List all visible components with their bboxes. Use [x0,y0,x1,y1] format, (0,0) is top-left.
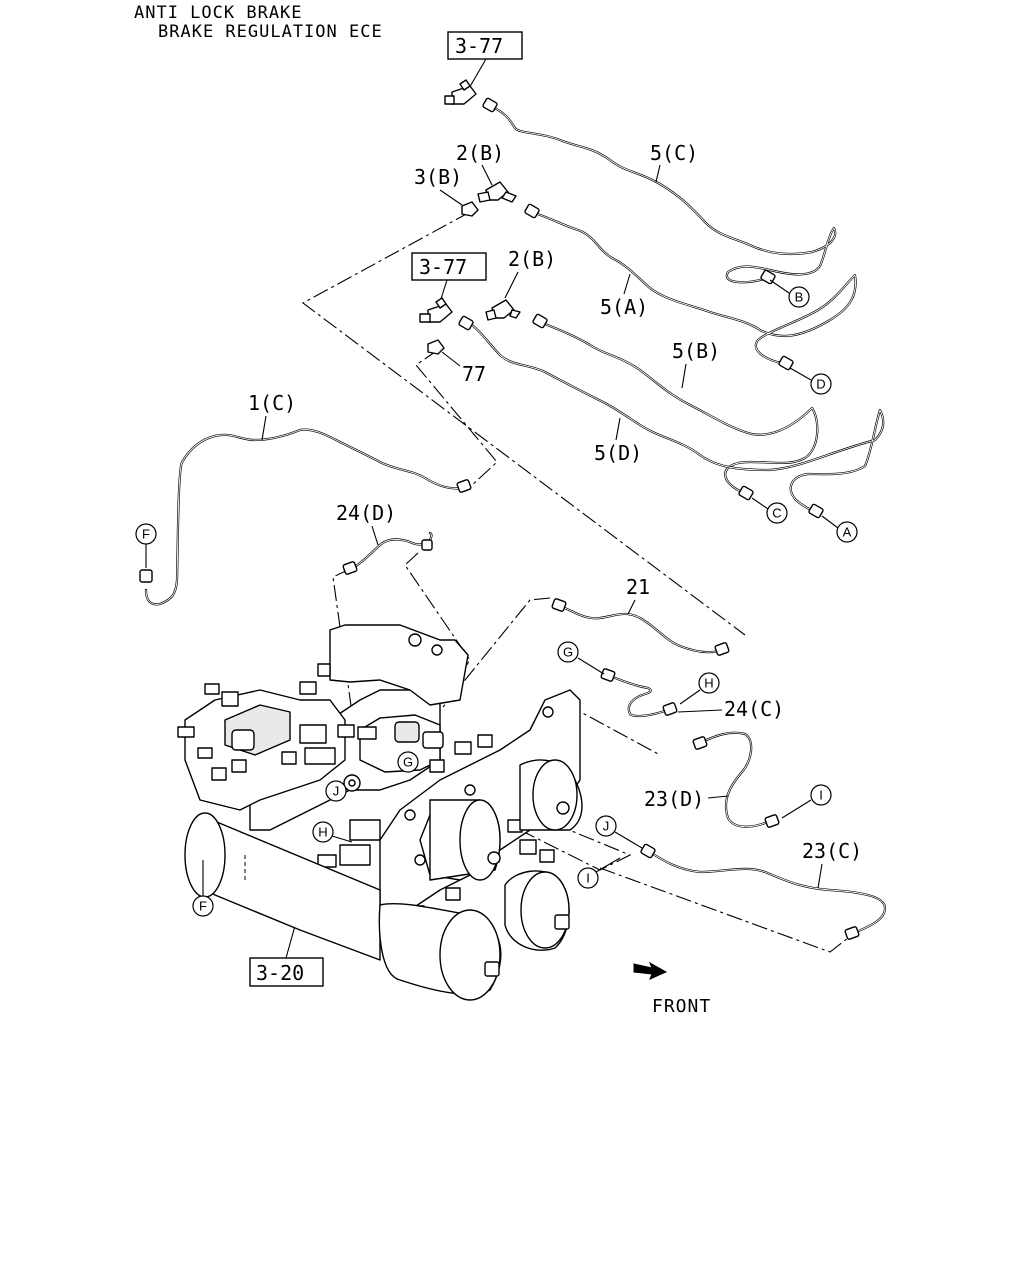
chain-line-23c-a [519,817,632,871]
pipe-23c[interactable] [648,850,887,936]
callout-g-assembly[interactable]: G [397,751,419,773]
svg-text:3-77: 3-77 [419,255,467,279]
leader-21 [627,599,636,615]
svg-text:3-77: 3-77 [455,34,503,58]
nut-3b[interactable] [461,201,479,217]
title-line-1: ANTI LOCK BRAKE [134,3,303,23]
leader-77 [441,351,461,367]
label-23d: 23(D) [644,787,704,811]
label-5c: 5(C) [650,141,698,165]
reference-box-3-77-top[interactable]: 3-77 [447,31,523,60]
pipe-5c[interactable] [488,104,837,284]
label-24c: 24(C) [724,697,784,721]
chain-line-21 [399,597,551,761]
label-21: 21 [626,575,650,599]
svg-text:C: C [772,506,781,521]
callout-b[interactable]: B [769,279,810,308]
callout-j-assembly[interactable]: J [325,780,347,802]
label-77: 77 [462,362,486,386]
leader-3b [439,189,463,206]
chain-line-23d [565,703,661,756]
leader-5c [655,164,661,183]
svg-text:I: I [819,788,823,803]
svg-text:G: G [563,645,573,660]
label-5d: 5(D) [594,441,642,465]
svg-text:J: J [333,784,340,799]
tee-fitting-mid[interactable] [419,297,453,323]
reference-box-3-20[interactable]: 3-20 [249,957,324,987]
svg-text:H: H [704,676,713,691]
connector-2b-top[interactable] [477,181,517,203]
chain-line-3b-21 [301,211,746,636]
title-line-2: BRAKE REGULATION ECE [158,22,383,42]
label-5b: 5(B) [672,339,720,363]
leader-2b-mid [504,271,519,299]
callout-j-right[interactable]: J [595,815,643,849]
callout-c[interactable]: C [751,497,788,524]
callout-h-assembly[interactable]: H [312,821,353,843]
pipe-23d[interactable] [700,731,770,828]
svg-text:B: B [795,290,804,305]
pipe-24c[interactable] [608,674,670,718]
label-2b-mid: 2(B) [508,247,556,271]
label-23c: 23(C) [802,839,862,863]
svg-text:A: A [843,525,852,540]
svg-text:F: F [199,899,207,914]
leader-2b-top [481,164,493,186]
svg-text:F: F [142,527,150,542]
leader-23d [707,795,729,799]
pipe-21[interactable] [558,604,724,654]
svg-text:D: D [816,377,825,392]
front-arrow-icon [633,961,668,980]
label-3b: 3(B) [414,165,462,189]
pipe-24d[interactable] [354,531,433,568]
leader-23c [817,863,823,889]
leader-24c [677,709,723,713]
pipe-5d[interactable] [466,320,885,514]
svg-text:G: G [403,755,413,770]
svg-text:I: I [586,871,590,886]
svg-text:3-20: 3-20 [256,961,304,985]
label-5a: 5(A) [600,295,648,319]
label-2b-top: 2(B) [456,141,504,165]
leader-5a [623,273,631,295]
label-24d: 24(D) [336,501,396,525]
brake-valve-assembly[interactable] [177,624,583,1001]
callout-h-right[interactable]: H [679,672,720,705]
leader-24d [371,525,379,546]
pipe-1c[interactable] [144,428,467,606]
callout-i-assembly[interactable]: I [577,857,621,889]
callout-f-top[interactable]: F [135,523,157,568]
pipe-5a[interactable] [530,210,857,366]
callout-f-assembly[interactable]: F [192,860,214,917]
callout-g-right[interactable]: G [557,641,605,675]
chain-line-23c-b [599,867,849,953]
tee-fitting-top[interactable] [444,79,477,105]
pipe-fittings [139,97,860,940]
nut-77[interactable] [427,339,445,355]
label-1c: 1(C) [248,391,296,415]
callout-a[interactable]: A [821,515,858,543]
leader-5d [615,417,621,441]
svg-text:J: J [603,819,610,834]
leader-3-77-top [467,58,487,91]
front-label: FRONT [652,996,711,1017]
callout-d[interactable]: D [789,367,832,395]
callout-i-right[interactable]: I [781,784,832,819]
leader-5b [681,363,687,389]
svg-text:H: H [318,825,327,840]
connector-2b-mid[interactable] [485,299,521,321]
chain-line-77-1c [415,349,498,488]
reference-box-3-77-mid[interactable]: 3-77 [411,252,487,281]
leader-1c [261,415,267,441]
